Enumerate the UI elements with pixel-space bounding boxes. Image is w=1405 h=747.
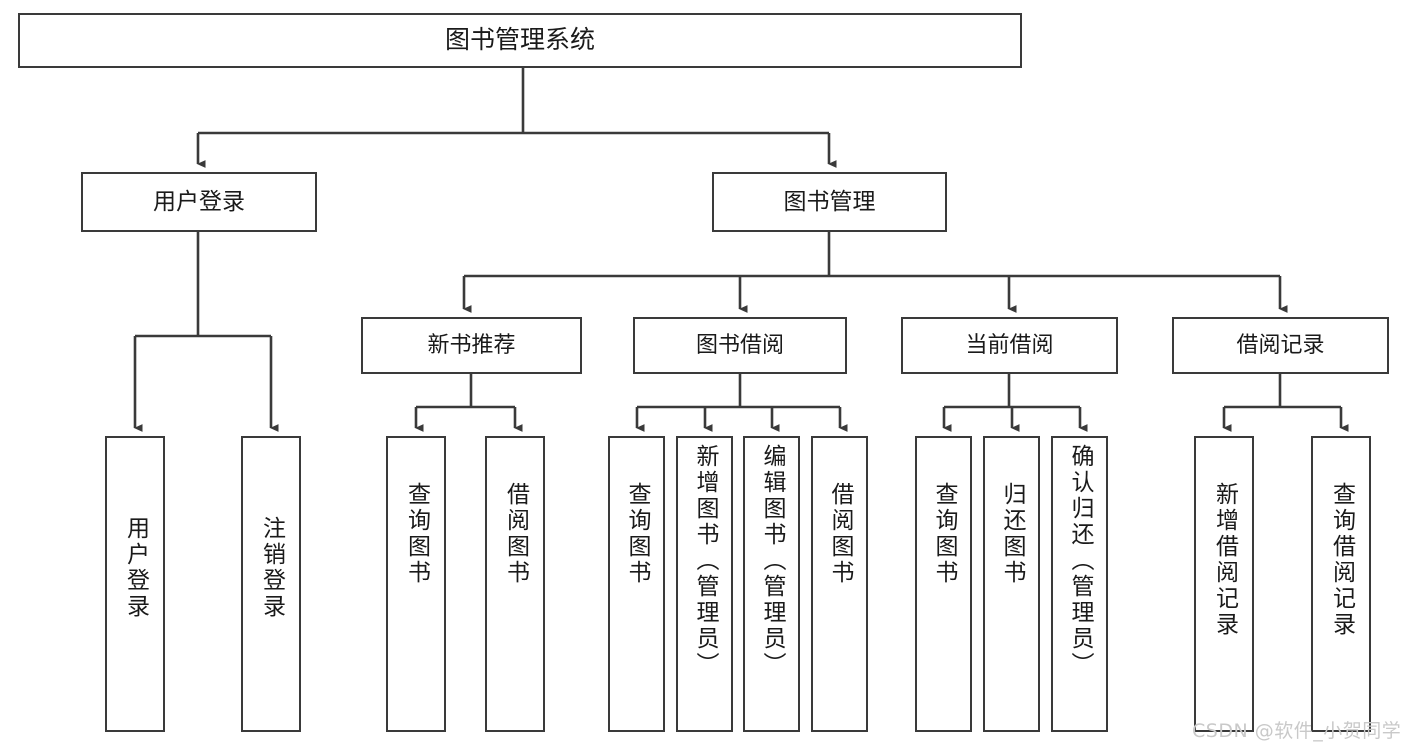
node-label: 借阅记录 (1236, 332, 1325, 358)
leaf-add-borrow-record[interactable]: 新增借阅记录 (1194, 436, 1254, 732)
node-label: 注销登录 (258, 516, 285, 620)
leaf-user-logout[interactable]: 注销登录 (241, 436, 301, 732)
node-label: 借阅图书 (827, 482, 853, 586)
node-label: 查询图书 (931, 482, 957, 586)
node-new-book-recommend[interactable]: 新书推荐 (361, 317, 582, 374)
leaf-query-book-borrow[interactable]: 查询图书 (608, 436, 665, 732)
node-label: 查询图书 (403, 482, 430, 586)
node-book-manage[interactable]: 图书管理 (712, 172, 947, 232)
leaf-query-book-current[interactable]: 查询图书 (915, 436, 972, 732)
leaf-query-borrow-record[interactable]: 查询借阅记录 (1311, 436, 1371, 732)
node-current-borrow[interactable]: 当前借阅 (901, 317, 1118, 374)
leaf-edit-book-admin[interactable]: 编辑图书（管理员） (743, 436, 800, 732)
node-label: 用户登录 (122, 516, 149, 620)
node-label: 新增借阅记录 (1211, 482, 1238, 638)
node-label: 确认归还（管理员） (1067, 444, 1093, 678)
leaf-borrow-book-recommend[interactable]: 借阅图书 (485, 436, 545, 732)
node-label: 用户登录 (153, 188, 245, 215)
node-label: 新增图书（管理员） (692, 444, 718, 678)
leaf-user-login[interactable]: 用户登录 (105, 436, 165, 732)
node-book-borrow[interactable]: 图书借阅 (633, 317, 847, 374)
node-borrow-record[interactable]: 借阅记录 (1172, 317, 1389, 374)
leaf-query-book-recommend[interactable]: 查询图书 (386, 436, 446, 732)
csdn-watermark: CSDN @软件_小贺同学 (1192, 720, 1402, 742)
node-label: 图书借阅 (695, 332, 784, 358)
leaf-borrow-book[interactable]: 借阅图书 (811, 436, 868, 732)
leaf-add-book-admin[interactable]: 新增图书（管理员） (676, 436, 733, 732)
node-label: 查询图书 (624, 482, 650, 586)
node-label: 新书推荐 (427, 332, 516, 358)
node-label: 借阅图书 (502, 482, 529, 586)
node-label: 归还图书 (999, 482, 1025, 586)
node-label: 查询借阅记录 (1328, 482, 1355, 638)
leaf-return-book[interactable]: 归还图书 (983, 436, 1040, 732)
node-label: 图书管理系统 (444, 25, 595, 55)
node-user-login[interactable]: 用户登录 (81, 172, 317, 232)
node-label: 当前借阅 (965, 332, 1054, 358)
node-label: 编辑图书（管理员） (759, 444, 785, 678)
node-root-system[interactable]: 图书管理系统 (18, 13, 1022, 68)
leaf-confirm-return-admin[interactable]: 确认归还（管理员） (1051, 436, 1108, 732)
node-label: 图书管理 (783, 188, 876, 215)
